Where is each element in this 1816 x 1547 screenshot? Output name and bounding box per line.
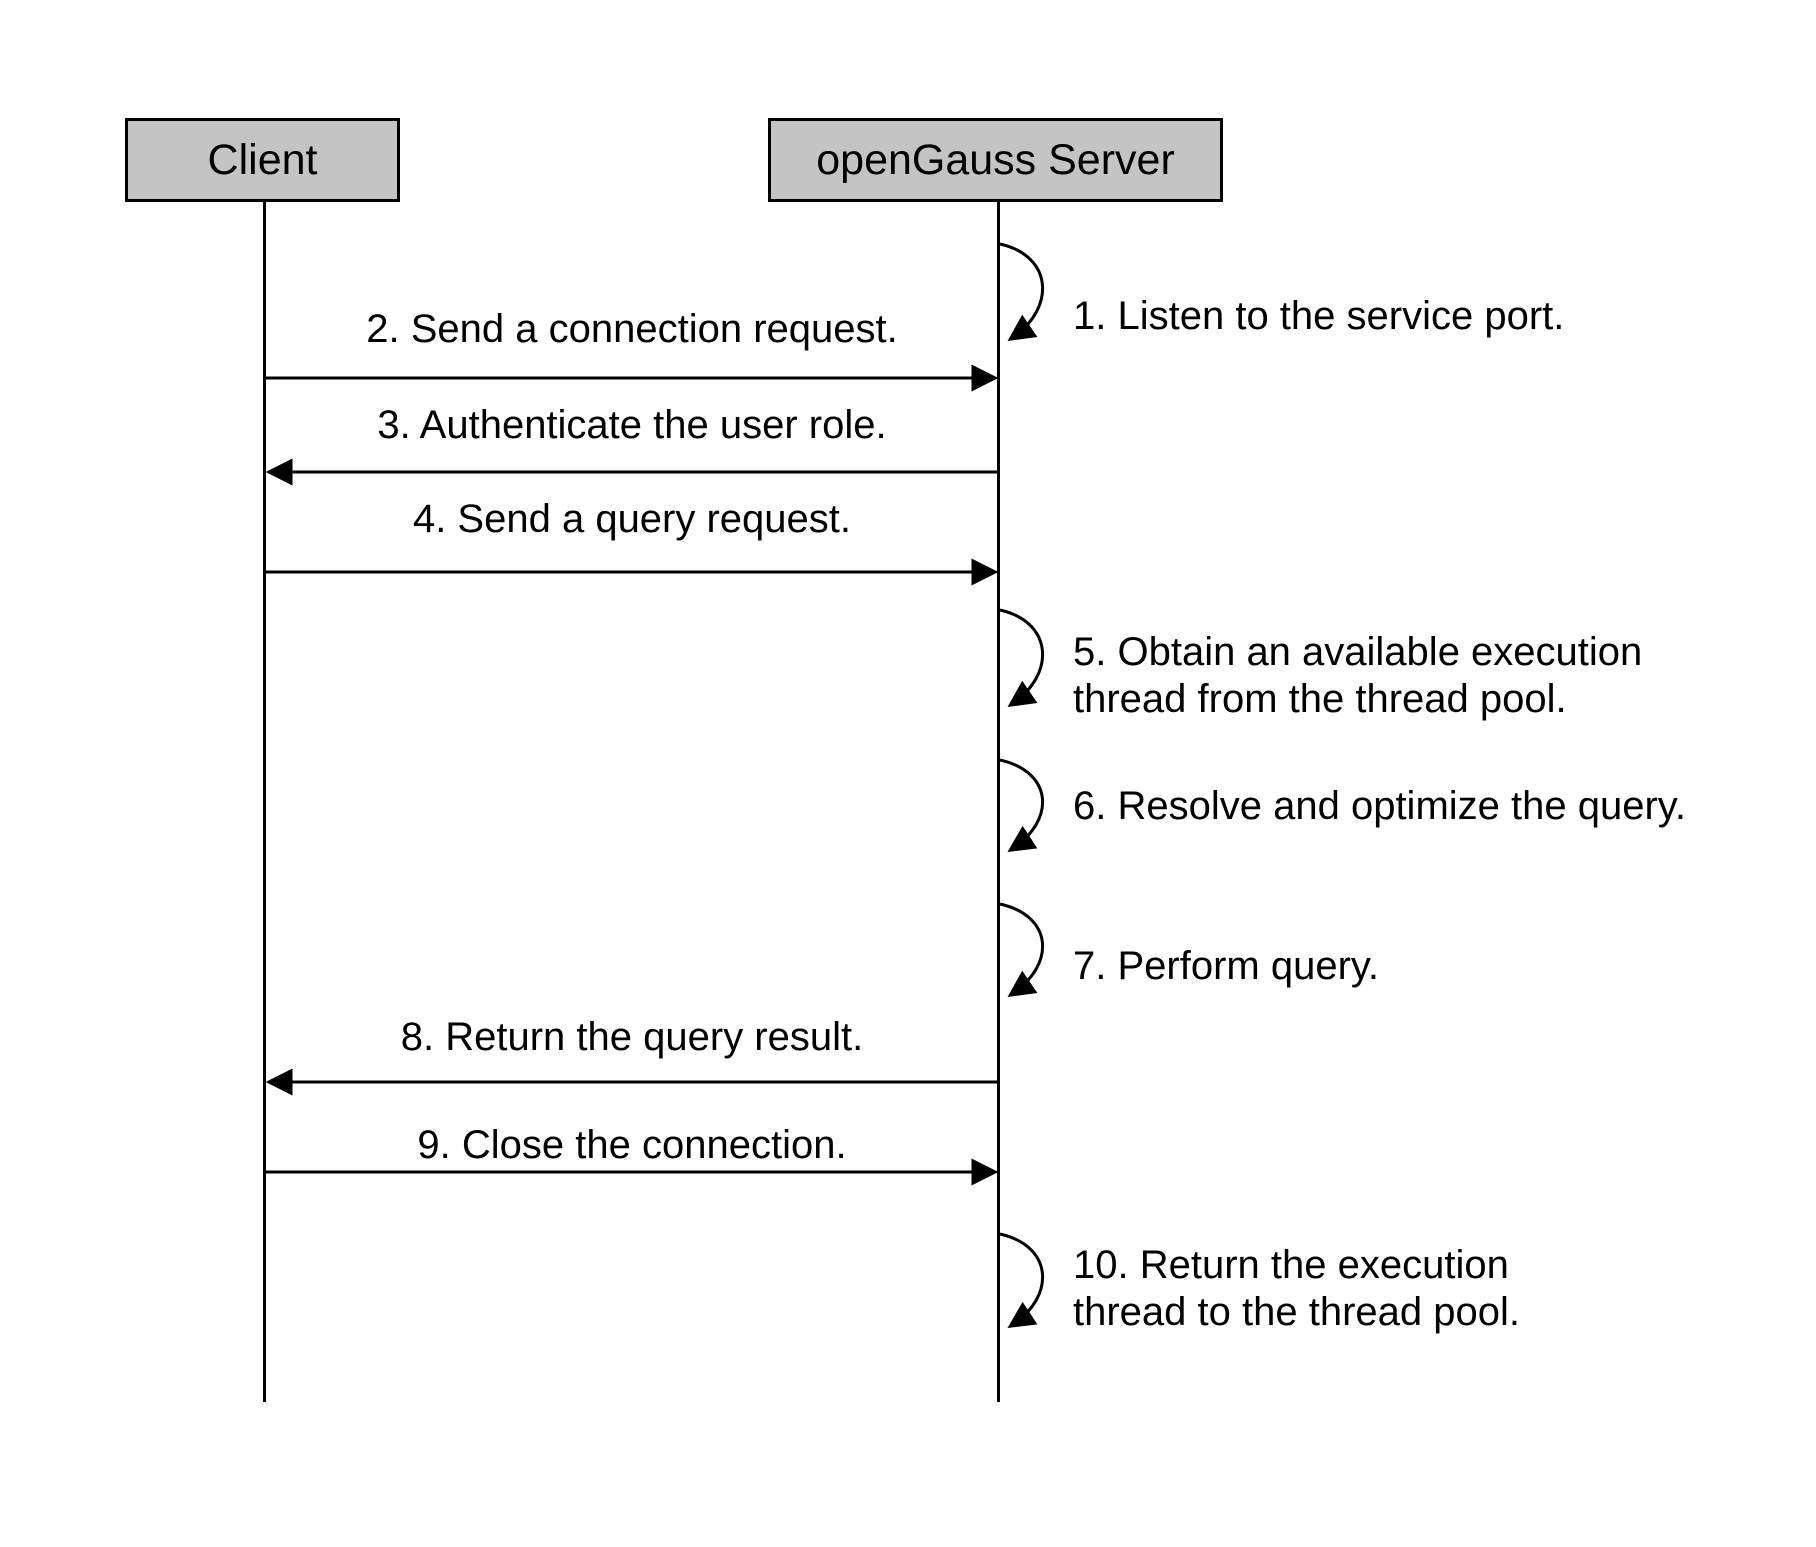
- self-call-arc-10: [999, 1232, 1045, 1328]
- label-resolve-optimize-query: 6. Resolve and optimize the query.: [1073, 784, 1686, 828]
- label-return-query-result: 8. Return the query result.: [400, 1015, 864, 1059]
- self-call-arc-6: [999, 758, 1045, 852]
- actor-box-client: Client: [125, 118, 400, 202]
- actor-label-client: Client: [207, 135, 318, 184]
- label-perform-query: 7. Perform query.: [1073, 944, 1380, 988]
- self-call-arc-5: [999, 608, 1045, 708]
- label-close-connection: 9. Close the connection.: [417, 1123, 847, 1167]
- label-authenticate-user-role: 3. Authenticate the user role.: [377, 403, 887, 447]
- self-call-arc-7: [999, 902, 1045, 998]
- self-call-arc-1: [999, 242, 1045, 342]
- label-return-thread-to-pool: 10. Return the execution thread to the t…: [1073, 1243, 1520, 1335]
- label-send-query-request: 4. Send a query request.: [412, 497, 852, 541]
- label-send-connection-request: 2. Send a connection request.: [366, 307, 898, 351]
- label-listen-service-port: 1. Listen to the service port.: [1073, 294, 1565, 338]
- label-obtain-execution-thread: 5. Obtain an available execution thread …: [1073, 630, 1643, 722]
- lifeline-client: [263, 202, 266, 1402]
- actor-box-server: openGauss Server: [768, 118, 1223, 202]
- actor-label-server: openGauss Server: [816, 135, 1175, 184]
- lifeline-server: [997, 200, 1000, 1402]
